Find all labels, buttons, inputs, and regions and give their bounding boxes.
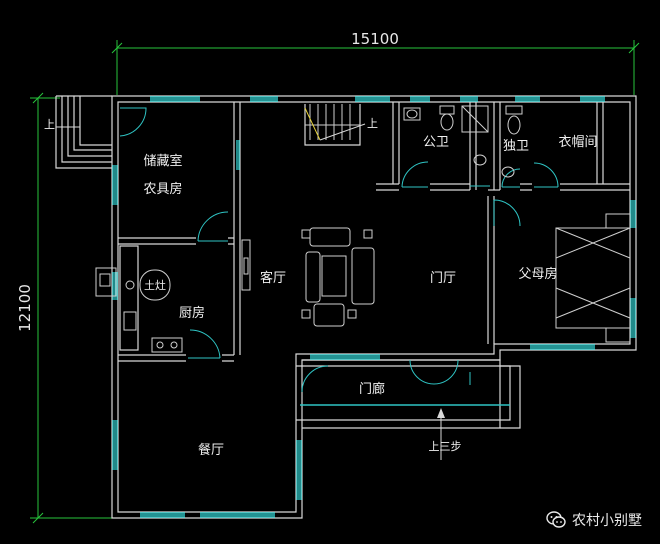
room-label-closet: 衣帽间 <box>558 134 597 150</box>
room-label-kitchen: 厨房 <box>179 305 205 321</box>
stairs[interactable] <box>304 104 366 146</box>
watermark-text: 农村小别墅 <box>572 513 642 529</box>
parents-beds <box>555 213 631 343</box>
stair-up-label: 上 <box>367 117 378 130</box>
room-label-parents-room: 父母房 <box>518 266 557 282</box>
room-label-public-bath: 公卫 <box>423 135 449 150</box>
wechat-icon <box>546 511 566 528</box>
doors <box>119 107 559 393</box>
windows <box>112 96 636 518</box>
watermark: 农村小别墅 <box>546 510 642 530</box>
entry-arrow <box>437 408 445 460</box>
room-label-living-room: 客厅 <box>260 270 286 286</box>
kitchen-fixtures <box>95 245 183 353</box>
side-steps-up-label: 上 <box>44 118 55 131</box>
up-three-steps-label: 上三步 <box>429 440 462 453</box>
room-label-tool-room: 农具房 <box>143 181 182 197</box>
room-label-storage: 储藏室 <box>143 153 182 169</box>
height-dimension-label: 12100 <box>16 284 34 332</box>
interior-walls <box>118 102 630 429</box>
bathroom-fixtures <box>403 105 523 178</box>
width-dimension-label: 15100 <box>351 30 399 48</box>
sofa-set <box>301 227 375 327</box>
tv-cabinet <box>241 239 251 291</box>
room-label-foyer: 门厅 <box>430 271 456 286</box>
side-steps[interactable] <box>55 95 112 169</box>
room-label-private-bath: 独卫 <box>503 139 529 154</box>
room-label-dining-room: 餐厅 <box>198 442 224 458</box>
stove-label: 土灶 <box>144 279 166 292</box>
dimension-lines <box>30 40 640 524</box>
room-label-porch: 门廊 <box>359 381 385 397</box>
